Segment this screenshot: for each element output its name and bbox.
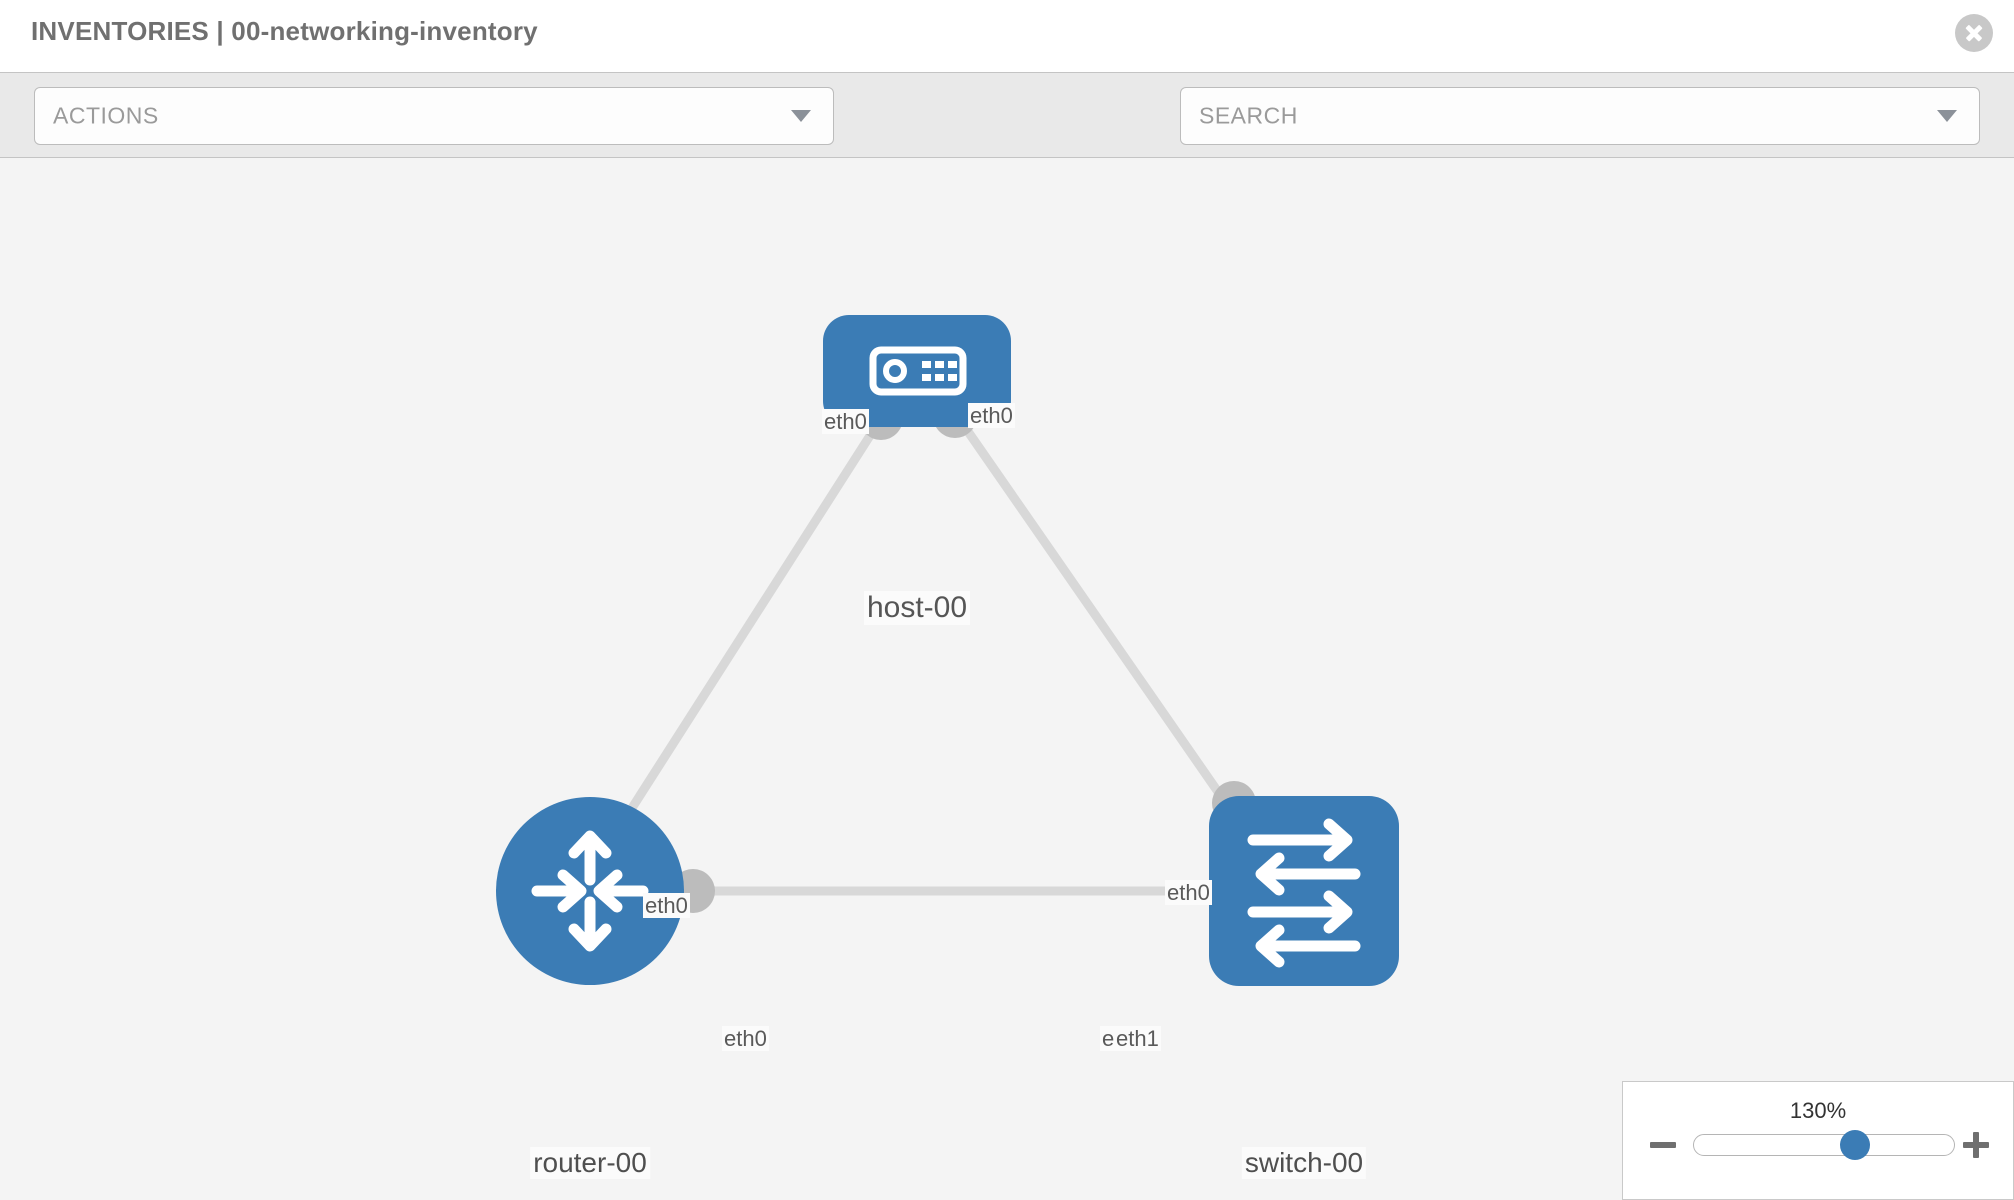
actions-dropdown-label: ACTIONS: [53, 102, 159, 129]
chevron-down-icon: [791, 110, 811, 122]
link-label-host-left-eth0: eth0: [822, 409, 869, 435]
link-host-switch[interactable]: [956, 417, 1254, 841]
link-label-switch-up-eth0: eth0: [1165, 880, 1212, 906]
zoom-level-value: 130%: [1789, 1098, 1847, 1123]
zoom-in-button[interactable]: [1961, 1130, 1991, 1160]
topology-graph: [496, 315, 1399, 986]
link-host-router[interactable]: [596, 417, 884, 861]
link-label-router-right-eth0: eth0: [722, 1026, 769, 1052]
actions-dropdown[interactable]: ACTIONS: [34, 87, 834, 145]
page-title: INVENTORIES | 00-networking-inventory: [31, 16, 538, 46]
node-host-00[interactable]: [823, 315, 1011, 427]
link-label-router-up-eth0: eth0: [643, 893, 690, 919]
link-label-switch-left-eth1: eth1: [1114, 1026, 1161, 1052]
zoom-control-panel: 130%: [1622, 1081, 2014, 1200]
page-header: INVENTORIES | 00-networking-inventory: [0, 0, 2014, 72]
zoom-out-button[interactable]: [1648, 1130, 1678, 1160]
zoom-slider-thumb[interactable]: [1840, 1130, 1871, 1160]
link-label-host-right-eth0: eth0: [968, 403, 1015, 429]
plus-icon-vertical: [1973, 1132, 1979, 1158]
minus-icon: [1650, 1142, 1676, 1148]
search-chevron-down-icon: [1937, 110, 1957, 122]
topology-toolbar: ACTIONS SEARCH: [0, 72, 2014, 199]
node-switch-00[interactable]: [1209, 796, 1399, 986]
zoom-slider[interactable]: [1693, 1130, 1955, 1160]
close-icon[interactable]: [1955, 14, 1993, 52]
server-icon: [869, 346, 967, 396]
topology-links: [596, 417, 1254, 896]
topology-ports: [671, 394, 1259, 913]
node-label-host-00: host-00: [863, 591, 971, 625]
switch-arrows-icon: [1247, 818, 1361, 968]
node-router-00[interactable]: [496, 797, 684, 985]
topology-canvas[interactable]: eth0 eth0 eth0 eth0 eth0 eth eth1 host-0…: [0, 158, 2014, 1200]
node-label-switch-00: switch-00: [1241, 1147, 1367, 1179]
router-arrows-icon: [531, 830, 649, 952]
node-label-router-00: router-00: [530, 1147, 650, 1179]
search-placeholder: SEARCH: [1199, 102, 1298, 129]
search-input[interactable]: SEARCH: [1180, 87, 1980, 145]
